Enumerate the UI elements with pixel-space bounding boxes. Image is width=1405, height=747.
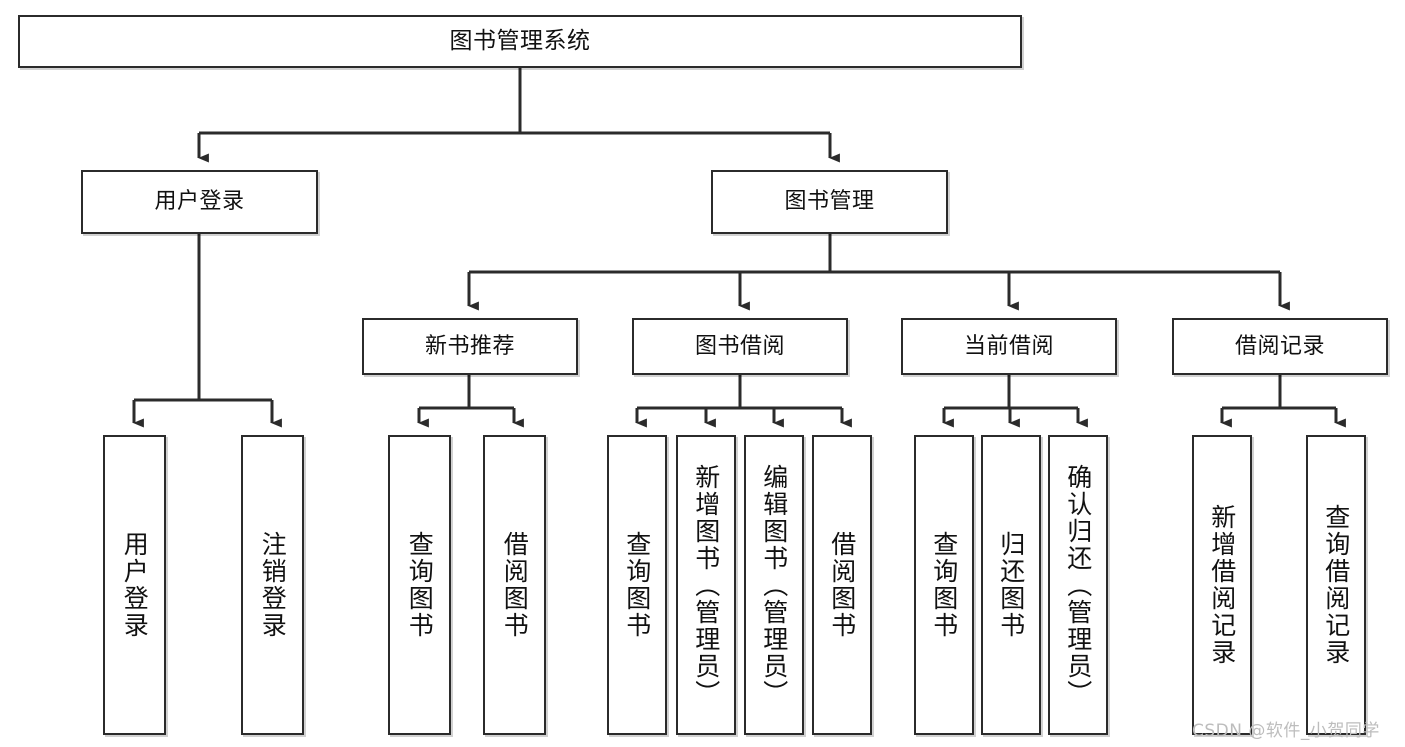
node-label: 注销登录 (258, 531, 288, 639)
node-label: 确认归还（管理员） (1063, 463, 1093, 707)
node-leaf-return-book[interactable]: 归还图书 (981, 435, 1041, 735)
node-leaf-confirm-return-admin[interactable]: 确认归还（管理员） (1048, 435, 1108, 735)
node-leaf-query-borrow-record[interactable]: 查询借阅记录 (1306, 435, 1366, 735)
node-label: 查询图书 (622, 531, 652, 639)
node-new-book-recommend[interactable]: 新书推荐 (362, 318, 578, 375)
node-root-system[interactable]: 图书管理系统 (18, 15, 1022, 68)
node-book-borrow[interactable]: 图书借阅 (632, 318, 848, 375)
node-leaf-borrow-book-1[interactable]: 借阅图书 (483, 435, 546, 735)
node-label: 新增借阅记录 (1207, 504, 1237, 666)
node-leaf-add-borrow-record[interactable]: 新增借阅记录 (1192, 435, 1252, 735)
node-book-manage[interactable]: 图书管理 (711, 170, 948, 234)
node-borrow-record[interactable]: 借阅记录 (1172, 318, 1388, 375)
node-label: 新书推荐 (424, 333, 515, 359)
node-leaf-query-book-1[interactable]: 查询图书 (388, 435, 451, 735)
node-leaf-edit-book-admin[interactable]: 编辑图书（管理员） (744, 435, 804, 735)
node-user-login[interactable]: 用户登录 (81, 170, 318, 234)
node-label: 用户登录 (120, 531, 150, 639)
node-label: 归还图书 (996, 531, 1026, 639)
node-leaf-query-book-2[interactable]: 查询图书 (607, 435, 667, 735)
node-leaf-add-book-admin[interactable]: 新增图书（管理员） (676, 435, 736, 735)
node-label: 查询借阅记录 (1321, 504, 1351, 666)
node-current-borrow[interactable]: 当前借阅 (901, 318, 1117, 375)
node-label: 图书管理 (784, 189, 875, 215)
node-leaf-query-book-3[interactable]: 查询图书 (914, 435, 974, 735)
node-label: 借阅图书 (827, 531, 857, 639)
node-leaf-logout-login[interactable]: 注销登录 (241, 435, 304, 735)
node-leaf-borrow-book-2[interactable]: 借阅图书 (812, 435, 872, 735)
node-label: 当前借阅 (963, 333, 1054, 359)
node-label: 图书管理系统 (449, 28, 591, 55)
node-leaf-user-login[interactable]: 用户登录 (103, 435, 166, 735)
node-label: 用户登录 (154, 189, 245, 215)
watermark: CSDN @软件_小贺同学 (1192, 721, 1380, 741)
node-label: 查询图书 (405, 531, 435, 639)
node-label: 借阅记录 (1234, 333, 1325, 359)
node-label: 查询图书 (929, 531, 959, 639)
node-label: 借阅图书 (500, 531, 530, 639)
node-label: 图书借阅 (694, 333, 785, 359)
node-label: 新增图书（管理员） (691, 463, 721, 707)
node-label: 编辑图书（管理员） (759, 463, 789, 707)
